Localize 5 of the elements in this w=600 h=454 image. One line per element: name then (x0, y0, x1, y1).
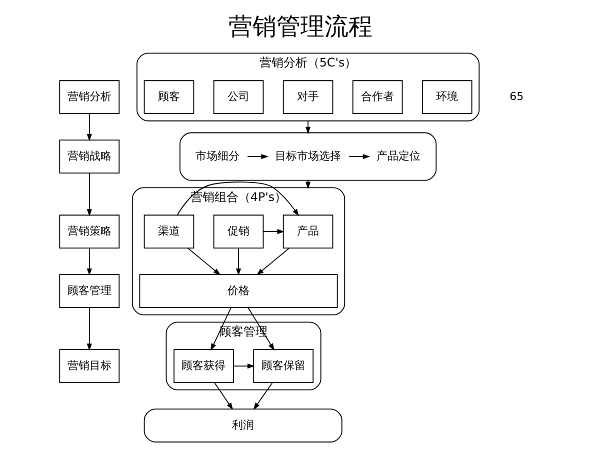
label: 65 (509, 90, 524, 103)
node-text: 产品定位 (376, 149, 420, 162)
node-text: 市场细分 (194, 149, 239, 162)
node-text: 目标市场选择 (274, 149, 341, 162)
diagram-title: 营销管理流程 (228, 12, 372, 41)
